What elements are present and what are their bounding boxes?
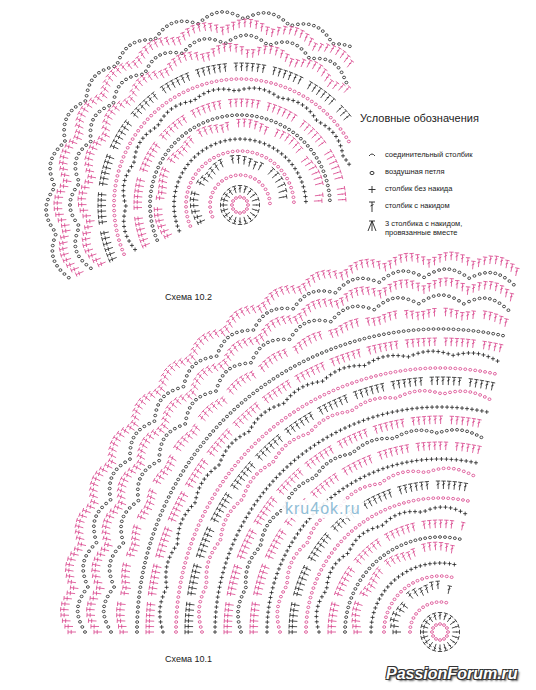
legend-text: столбик без накида	[385, 185, 452, 194]
watermark: kru4ok.ru	[282, 500, 364, 518]
scheme-caption: Схема 10.2	[165, 292, 212, 302]
stitch-rows	[61, 252, 520, 641]
stitch-chart	[45, 11, 520, 652]
stitch-rows	[54, 19, 354, 277]
legend-symbols	[368, 154, 376, 231]
scheme-caption: Схема 10.1	[165, 654, 212, 664]
single-crochet-symbol	[369, 186, 376, 193]
legend-text: воздушная петля	[385, 168, 445, 177]
legend-heading: Условные обозначения	[360, 112, 479, 125]
slip-stitch-symbol	[369, 154, 375, 156]
watermark: PassionForum.ru	[386, 665, 518, 683]
double-crochet-symbol	[369, 202, 375, 212]
stitch-rows	[76, 268, 515, 652]
legend-text: 3 столбика с накидом, провязанные вместе	[385, 220, 505, 237]
legend-text: соединительный столбик	[385, 151, 473, 160]
chain-symbol	[370, 171, 374, 174]
legend-text: столбик с накидом	[385, 202, 450, 211]
cluster-symbol	[368, 221, 376, 231]
